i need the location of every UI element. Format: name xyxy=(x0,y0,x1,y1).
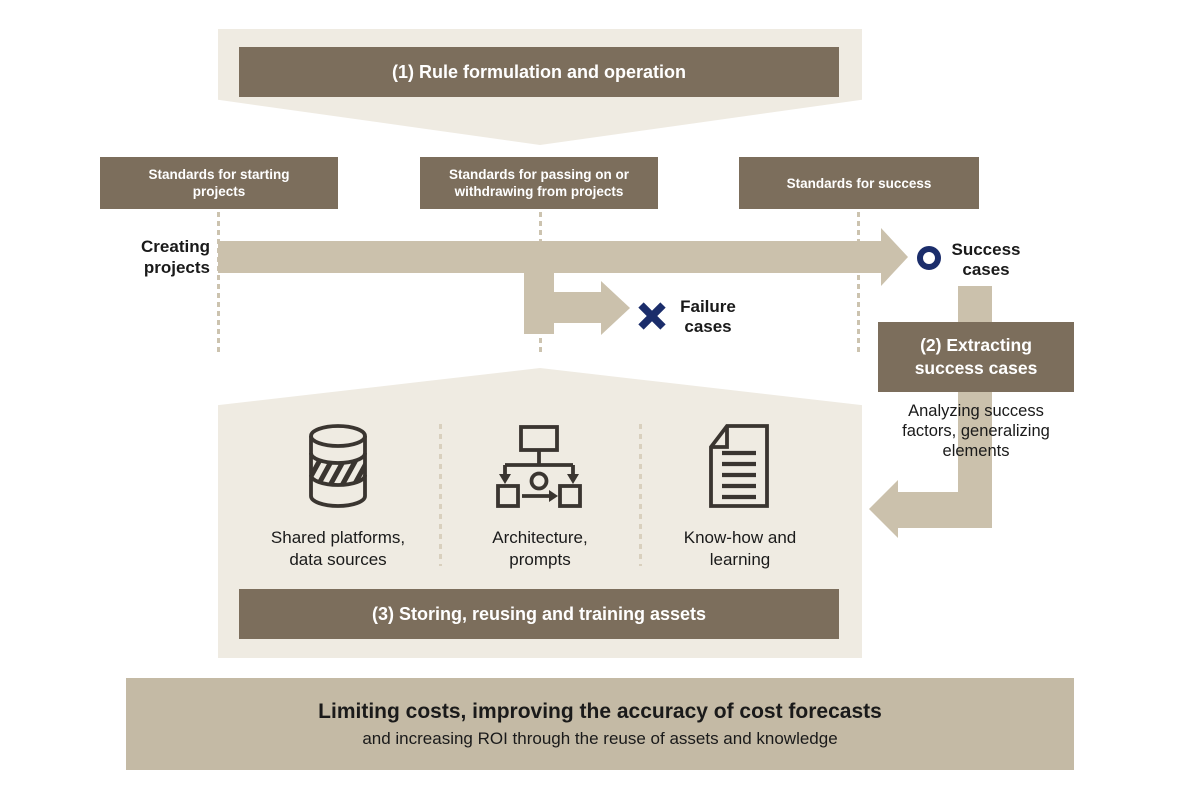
failure-x-icon xyxy=(638,302,666,330)
failure-branch-arrow-head xyxy=(601,281,630,335)
flowchart-icon xyxy=(495,424,583,508)
failure-branch-arrow-right xyxy=(554,292,602,323)
assets-separator-left xyxy=(439,424,442,566)
step3-banner: (3) Storing, reusing and training assets xyxy=(239,589,839,639)
outcome-title: Limiting costs, improving the accuracy o… xyxy=(318,699,882,723)
extract-arrow-head xyxy=(869,480,898,538)
outcome-box: Limiting costs, improving the accuracy o… xyxy=(126,678,1074,770)
standards-box-starting: Standards for starting projects xyxy=(100,157,338,209)
asset-label-architecture: Architecture, prompts xyxy=(492,528,588,569)
step1-banner: (1) Rule formulation and operation xyxy=(239,47,839,97)
main-flow-arrow-body xyxy=(218,241,882,273)
extract-arrow-left xyxy=(898,492,992,528)
outcome-subtitle: and increasing ROI through the reuse of … xyxy=(362,728,838,748)
assets-separator-right xyxy=(639,424,642,566)
creating-projects-label: Creating projects xyxy=(141,237,210,277)
dotted-guide-line-right xyxy=(857,212,860,356)
success-cases-label: Success cases xyxy=(951,240,1021,279)
asset-label-platforms: Shared platforms, data sources xyxy=(270,528,406,569)
step2-banner: (2) Extracting success cases xyxy=(878,322,1074,392)
failure-branch-arrow-down xyxy=(524,273,554,334)
asset-label-knowhow: Know-how and learning xyxy=(683,528,797,569)
standards-box-success: Standards for success xyxy=(739,157,979,209)
standards-box-withdrawing: Standards for passing on or withdrawing … xyxy=(420,157,658,209)
main-flow-arrow-head xyxy=(881,228,908,286)
document-icon xyxy=(708,423,770,509)
analysis-note: Analyzing success factors, generalizing … xyxy=(902,402,1050,460)
failure-cases-label: Failure cases xyxy=(680,297,736,336)
dotted-guide-line-left xyxy=(217,212,220,356)
database-icon xyxy=(306,423,370,509)
success-circle-icon xyxy=(917,246,941,270)
